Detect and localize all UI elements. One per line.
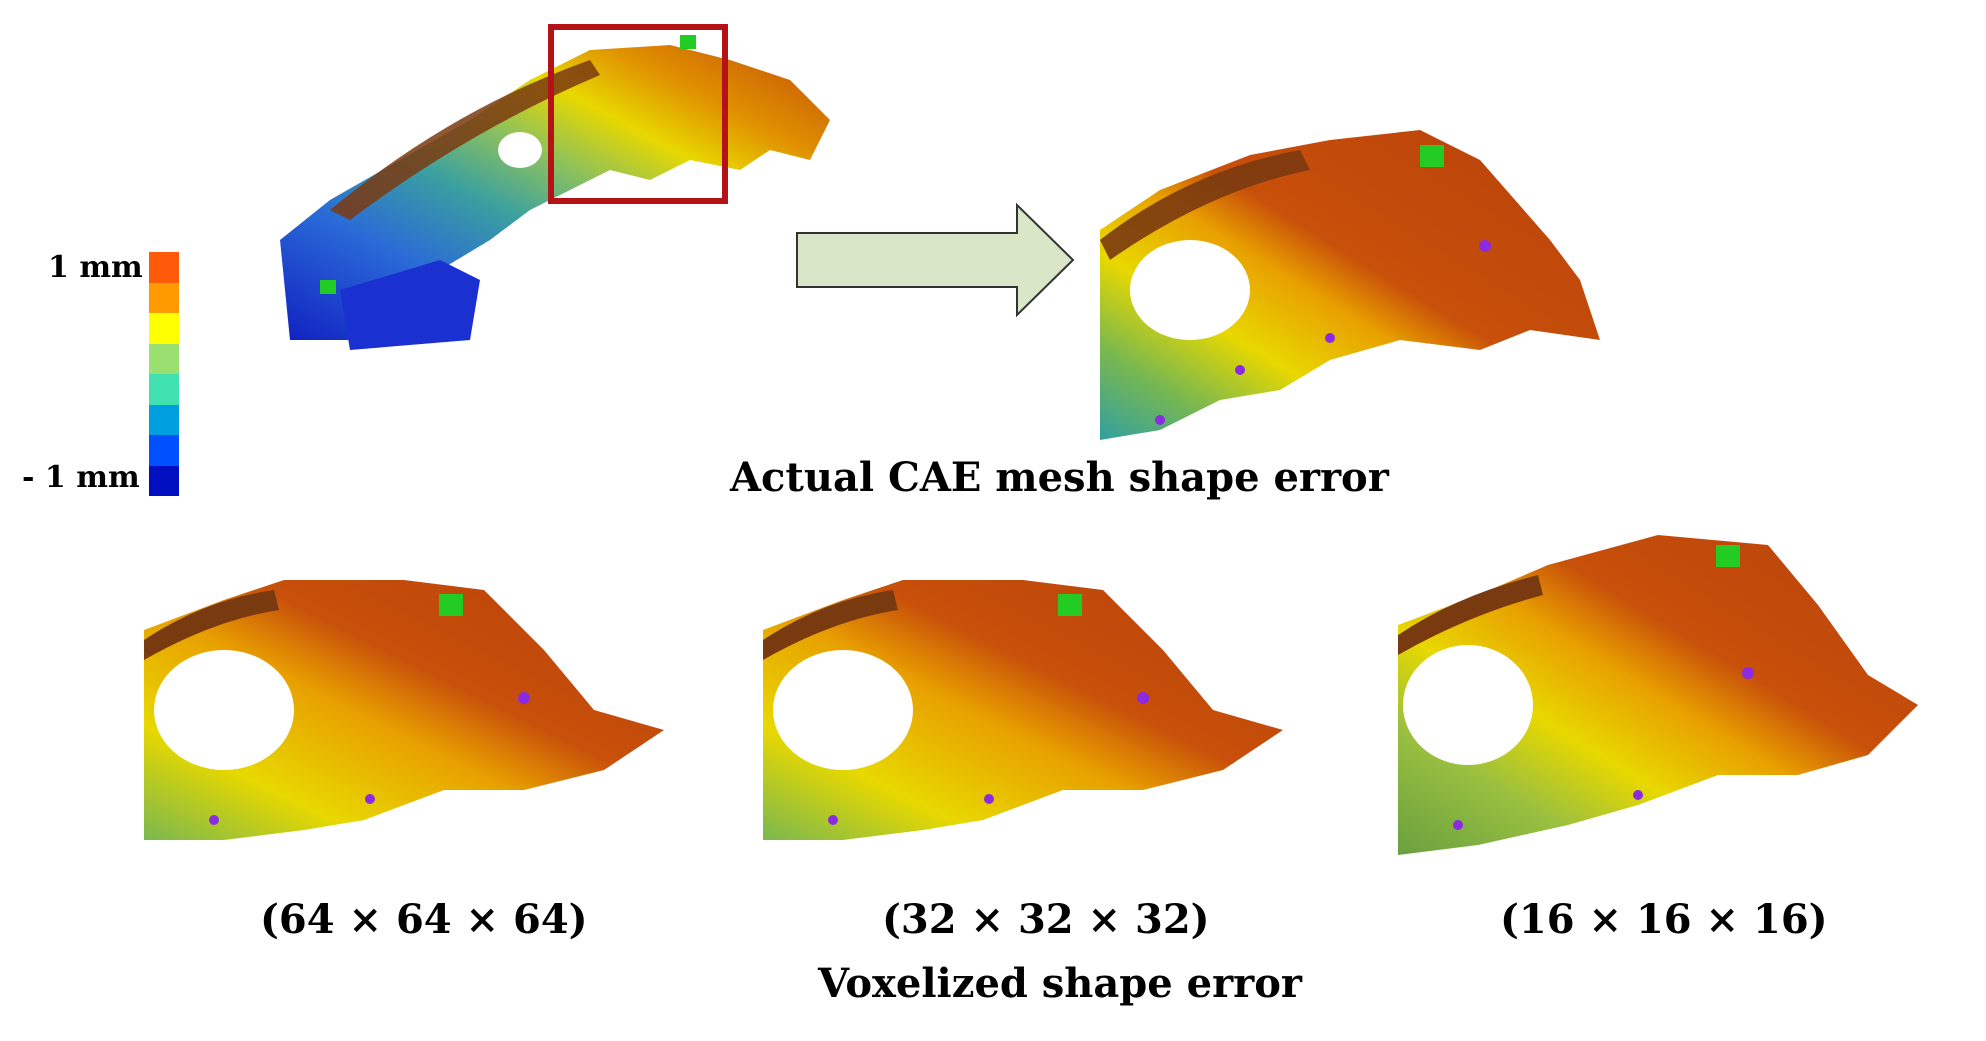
part-bracket — [340, 260, 480, 350]
part-hole — [1130, 240, 1250, 340]
legend-max-label: 1 mm — [48, 250, 143, 285]
caption-res-32: (32 × 32 × 32) — [882, 896, 1210, 943]
legend-min-label: - 1 mm — [22, 460, 140, 495]
right-arrow — [796, 202, 1075, 318]
part-hole — [1403, 645, 1533, 765]
legend-swatch-7 — [149, 435, 179, 466]
highlight-box — [548, 24, 728, 204]
caption-voxelized: Voxelized shape error — [818, 960, 1303, 1007]
marker — [1479, 240, 1491, 252]
sensor-box — [1716, 545, 1740, 567]
marker — [365, 794, 375, 804]
part-arch — [1100, 150, 1310, 260]
marker — [209, 815, 219, 825]
legend-swatch-6 — [149, 404, 179, 435]
voxel-render-64 — [144, 580, 664, 840]
part-arch — [144, 590, 279, 660]
legend-swatch-1 — [149, 252, 179, 283]
marker — [1325, 333, 1335, 343]
legend-swatch-8 — [149, 465, 179, 496]
marker — [828, 815, 838, 825]
full-part-render — [280, 35, 830, 350]
sensor-box — [439, 594, 463, 616]
caption-res-16: (16 × 16 × 16) — [1500, 896, 1828, 943]
sensor-box-top — [680, 35, 696, 49]
part-hole — [154, 650, 294, 770]
sensor-box-bottom — [320, 280, 336, 294]
legend-colorbar — [149, 252, 179, 496]
marker — [1137, 692, 1149, 704]
part-body — [280, 45, 830, 340]
voxel-render-32 — [763, 580, 1283, 840]
legend-swatch-2 — [149, 282, 179, 313]
caption-res-64: (64 × 64 × 64) — [260, 896, 588, 943]
voxel-render-16 — [1398, 535, 1918, 855]
part-hole — [773, 650, 913, 770]
legend-swatch-4 — [149, 343, 179, 374]
sensor-box — [1420, 145, 1444, 167]
legend-swatch-5 — [149, 374, 179, 405]
marker — [1235, 365, 1245, 375]
zoomed-part-render — [1100, 130, 1600, 440]
part-arch — [1398, 575, 1543, 655]
marker — [1155, 415, 1165, 425]
legend-swatch-3 — [149, 313, 179, 344]
marker — [1453, 820, 1463, 830]
part-arch — [763, 590, 898, 660]
sensor-box — [1058, 594, 1082, 616]
marker — [1742, 667, 1754, 679]
marker — [984, 794, 994, 804]
marker — [518, 692, 530, 704]
part-arch — [330, 60, 600, 220]
caption-actual: Actual CAE mesh shape error — [730, 454, 1389, 501]
marker — [1633, 790, 1643, 800]
part-hole — [498, 132, 542, 168]
